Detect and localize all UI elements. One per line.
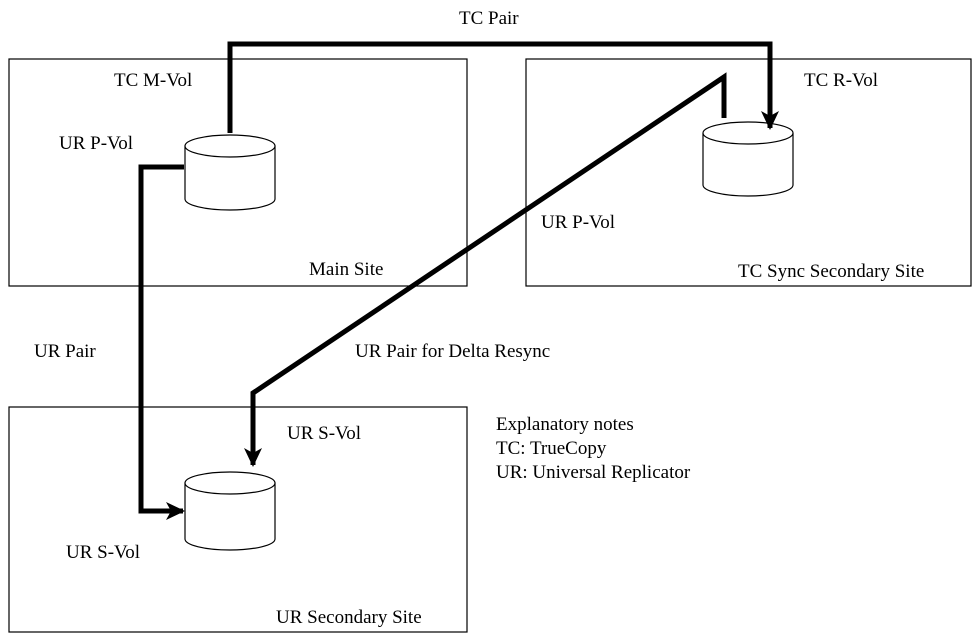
ur-secondary-site-label: UR Secondary Site [276, 607, 422, 628]
notes-heading: Explanatory notes [496, 414, 634, 435]
ur-pair-line [138, 164, 185, 520]
tc-pair-line [227, 41, 779, 133]
tc-secondary-site-label: TC Sync Secondary Site [738, 261, 924, 282]
delta-resync-pair-label: UR Pair for Delta Resync [355, 341, 550, 362]
delta-resync-pair-line [244, 72, 727, 467]
ur-secondary-volume-cylinder-icon [184, 471, 276, 551]
notes-tc: TC: TrueCopy [496, 438, 607, 459]
ur-secondary-lower-volume-label: UR S-Vol [66, 542, 140, 563]
tc-secondary-volume-cylinder-icon [702, 121, 794, 197]
tc-secondary-ur-volume-label: UR P-Vol [541, 212, 615, 233]
tc-secondary-tc-volume-label: TC R-Vol [804, 70, 878, 91]
main-ur-volume-label: UR P-Vol [59, 133, 133, 154]
ur-pair-label: UR Pair [34, 341, 96, 362]
tc-pair-label: TC Pair [459, 8, 519, 29]
main-volume-cylinder-icon [184, 134, 276, 211]
main-site-label: Main Site [309, 259, 383, 280]
notes-ur: UR: Universal Replicator [496, 462, 691, 483]
main-tc-volume-label: TC M-Vol [114, 70, 192, 91]
ur-secondary-upper-volume-label: UR S-Vol [287, 423, 361, 444]
